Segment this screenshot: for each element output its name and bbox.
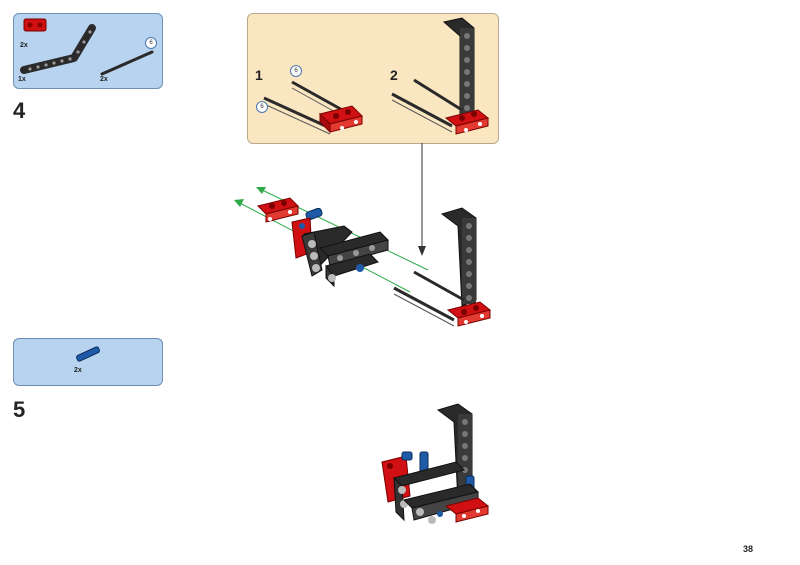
blue-pin-icon bbox=[305, 207, 323, 221]
step4-part2-qty: 1x bbox=[18, 76, 26, 83]
substep1-connector-icon bbox=[319, 105, 363, 134]
step5-parts-box: 2x bbox=[13, 338, 163, 386]
black-beam-stack-icon bbox=[301, 225, 389, 288]
subassembly-illustration bbox=[263, 17, 490, 135]
step4-parts-illustration bbox=[20, 18, 154, 76]
blue-pin-icon bbox=[76, 346, 100, 362]
substep2-connector-icon bbox=[444, 109, 490, 135]
black-bent-beam-icon bbox=[20, 24, 96, 74]
step5-parts-illustration bbox=[76, 346, 100, 362]
red-connector-icon bbox=[23, 18, 47, 32]
substep2-number: 2 bbox=[390, 67, 398, 83]
page-number: 38 bbox=[743, 544, 754, 554]
step4-parts-box: 2x 1x 2x 6 bbox=[13, 13, 163, 89]
subassembly-box: 1 2 6 6 bbox=[247, 13, 499, 144]
step5-part1-qty: 2x bbox=[74, 367, 82, 374]
substep2-axles-icon bbox=[391, 78, 463, 133]
step5-number: 5 bbox=[13, 397, 26, 422]
step4-part1-qty: 2x bbox=[20, 42, 28, 49]
vertical-bent-beam-icon bbox=[440, 207, 477, 307]
red-connector-icon bbox=[257, 197, 299, 223]
substep1-number: 1 bbox=[255, 67, 263, 83]
axle-length-badge: 6 bbox=[145, 37, 157, 49]
red-base-connector-icon bbox=[446, 301, 492, 327]
substep1-axles-icon bbox=[263, 80, 347, 135]
step5-red-base-connector-icon bbox=[444, 497, 490, 523]
black-axle-icon bbox=[100, 50, 154, 76]
substep2-beam-icon bbox=[442, 17, 475, 121]
black-axles-icon bbox=[393, 270, 465, 327]
step4-part3-qty: 2x bbox=[100, 76, 108, 83]
substep1-length-badge-lower: 6 bbox=[256, 101, 268, 113]
insert-arrow-icon bbox=[418, 143, 426, 256]
substep1-length-badge-upper: 6 bbox=[290, 65, 302, 77]
step4-number: 4 bbox=[13, 98, 26, 123]
